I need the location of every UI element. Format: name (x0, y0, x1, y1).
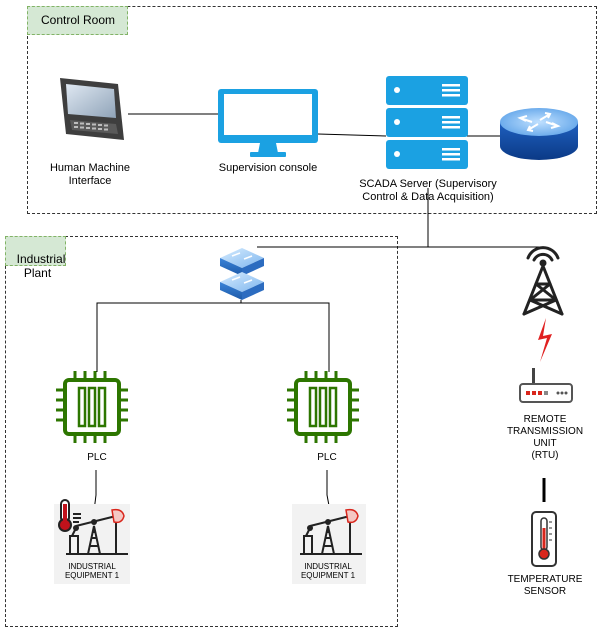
equipment-right-label: INDUSTRIAL EQUIPMENT 1 (300, 562, 356, 580)
chip-icon (287, 371, 359, 443)
switch-plc-bus (96, 302, 330, 372)
network-switch-icon (220, 248, 264, 300)
oil-pump-icon (66, 508, 128, 555)
industrial-plant-zone (5, 236, 398, 627)
oil-pump-icon (300, 508, 362, 555)
equipment-left-label: INDUSTRIAL EQUIPMENT 1 (64, 562, 120, 580)
hmi-tablet-icon (60, 78, 124, 140)
rtu-label: REMOTE TRANSMISSION UNIT (RTU) (506, 414, 584, 461)
console-label: Supervision console (218, 162, 318, 174)
radio-tower-icon (522, 246, 564, 316)
hmi-label: Human Machine Interface (49, 162, 131, 187)
chip-icon (56, 371, 128, 443)
thermometer-alert-icon (58, 499, 81, 532)
server-rack-icon (386, 76, 468, 169)
modem-icon (519, 368, 573, 403)
plc-right-label: PLC (317, 452, 337, 463)
router-icon (500, 108, 578, 160)
scada-label: SCADA Server (Supervisory Control & Data… (359, 178, 497, 203)
temperature-sensor-label: TEMPERATURE SENSOR (507, 574, 583, 597)
control-room-zone (27, 6, 597, 214)
monitor-icon (218, 89, 318, 157)
industrial-plant-tag: Industrial Plant (5, 236, 66, 280)
lightning-bolt-icon (538, 318, 552, 362)
control-room-tag: Control Room (27, 6, 128, 35)
industrial-plant-label: Industrial Plant (16, 252, 66, 280)
plc-left-label: PLC (87, 452, 107, 463)
thermometer-icon (531, 511, 557, 567)
console-scada-link (317, 133, 387, 137)
control-room-label: Control Room (41, 13, 116, 27)
